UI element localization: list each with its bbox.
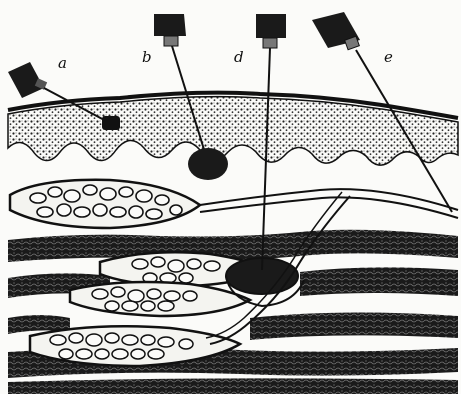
label-e: e: [384, 48, 393, 66]
fat-lobule-upper: [10, 180, 200, 228]
label-d: d: [234, 48, 244, 66]
label-b: b: [142, 48, 152, 66]
label-a: a: [58, 54, 67, 72]
muscle-bands: [8, 230, 458, 394]
